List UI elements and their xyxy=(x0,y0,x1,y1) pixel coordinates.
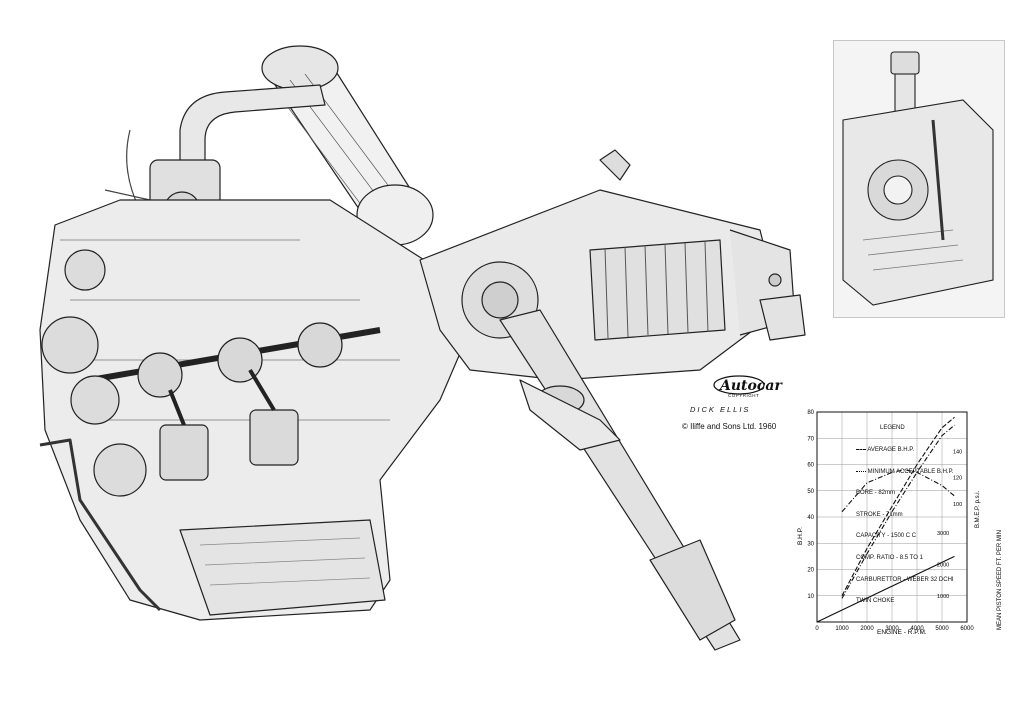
oil-pipe xyxy=(39,438,162,612)
chart-xlabel: ENGINE - R.P.M. xyxy=(877,629,927,636)
y3-tick-label: 2000 xyxy=(937,562,949,568)
performance-chart: 0 1000 2000 3000 4000 5000 6000 10 20 30 40 50 60 70 8… xyxy=(797,410,1003,636)
x-tick-label: 4000 xyxy=(910,626,924,632)
y-tick-label: 40 xyxy=(807,515,814,521)
autocar-logo-copyright: COPYRIGHT xyxy=(728,393,760,398)
series-line-1 xyxy=(841,424,955,599)
y-tick-label: 20 xyxy=(807,568,814,574)
autocar-logo-word: Autocar xyxy=(720,378,782,394)
chart-series xyxy=(816,416,955,623)
spec-stroke: STROKE - 71mm xyxy=(856,511,903,518)
y-tick-label: 80 xyxy=(807,410,814,416)
legend-swatch-minimum xyxy=(856,470,866,472)
spec-twin-choke: TWIN CHOKE xyxy=(856,598,895,605)
chart-axes xyxy=(816,411,968,623)
series-line-0 xyxy=(841,416,955,597)
legend-label-average: AVERAGE B.H.P. xyxy=(867,447,915,454)
y2-tick-label: 120 xyxy=(953,476,962,482)
chart-y2label: B.M.E.P. p.s.i. xyxy=(975,490,981,528)
y3-tick-label: 1000 xyxy=(937,594,949,600)
y-tick-label: 50 xyxy=(807,489,814,495)
spec-comp-ratio: COMP. RATIO - 8.5 TO 1 xyxy=(856,555,923,562)
x-tick-label: 2000 xyxy=(860,626,874,632)
spec-bore: BORE - 82mm xyxy=(856,490,896,497)
chart-legend: LEGEND AVERAGE B.H.P. MINIMUM ACCEPTABLE… xyxy=(856,411,954,613)
y-tick-label: 70 xyxy=(807,436,814,442)
chart-y3label: MEAN PISTON SPEED FT. PER MIN xyxy=(997,530,1003,630)
intake-pipe xyxy=(179,84,326,176)
y-tick-label: 60 xyxy=(807,463,814,469)
x-tick-label: 6000 xyxy=(960,626,974,632)
rear-mount xyxy=(759,294,806,341)
legend-swatch-average xyxy=(856,448,866,450)
x-tick-label: 1000 xyxy=(835,626,849,632)
chart-ylabel: B.H.P. xyxy=(797,527,804,545)
spec-carburettor: CARBURETTOR - WEBER 32 DCHI xyxy=(856,576,954,583)
y2-tick-label: 140 xyxy=(953,449,962,455)
y2-tick-label: 100 xyxy=(953,502,962,508)
gearbox xyxy=(419,149,796,381)
x-tick-label: 3000 xyxy=(885,626,899,632)
distributor-drive-inset xyxy=(833,40,1005,318)
series-line-3 xyxy=(816,555,955,623)
y-tick-label: 30 xyxy=(807,541,814,547)
legend-label-minimum: MINIMUM ACCEPTABLE B.H.P. xyxy=(867,468,954,475)
x-tick-label: 0 xyxy=(815,626,819,632)
x-tick-label: 5000 xyxy=(935,626,949,632)
y-tick-label: 10 xyxy=(807,594,814,600)
spec-capacity: CAPACITY - 1500 C C xyxy=(856,533,917,540)
autocar-logo: Autocar COPYRIGHT xyxy=(712,374,782,400)
drive-shaft xyxy=(499,309,741,651)
legend-entry-average: AVERAGE B.H.P. xyxy=(856,447,954,454)
copyright-line: © Iliffe and Sons Ltd. 1960 xyxy=(682,422,777,431)
legend-entry-minimum: MINIMUM ACCEPTABLE B.H.P. xyxy=(856,469,954,476)
artist-credit: DICK ELLIS xyxy=(690,405,751,414)
chart-ticks: 0 1000 2000 3000 4000 5000 6000 10 20 30 40 50 60 70 8… xyxy=(807,410,974,632)
y3-tick-label: 3000 xyxy=(937,531,949,537)
engine-block xyxy=(39,199,471,621)
plot-frame xyxy=(816,411,968,623)
legend-title: LEGEND xyxy=(880,425,905,432)
